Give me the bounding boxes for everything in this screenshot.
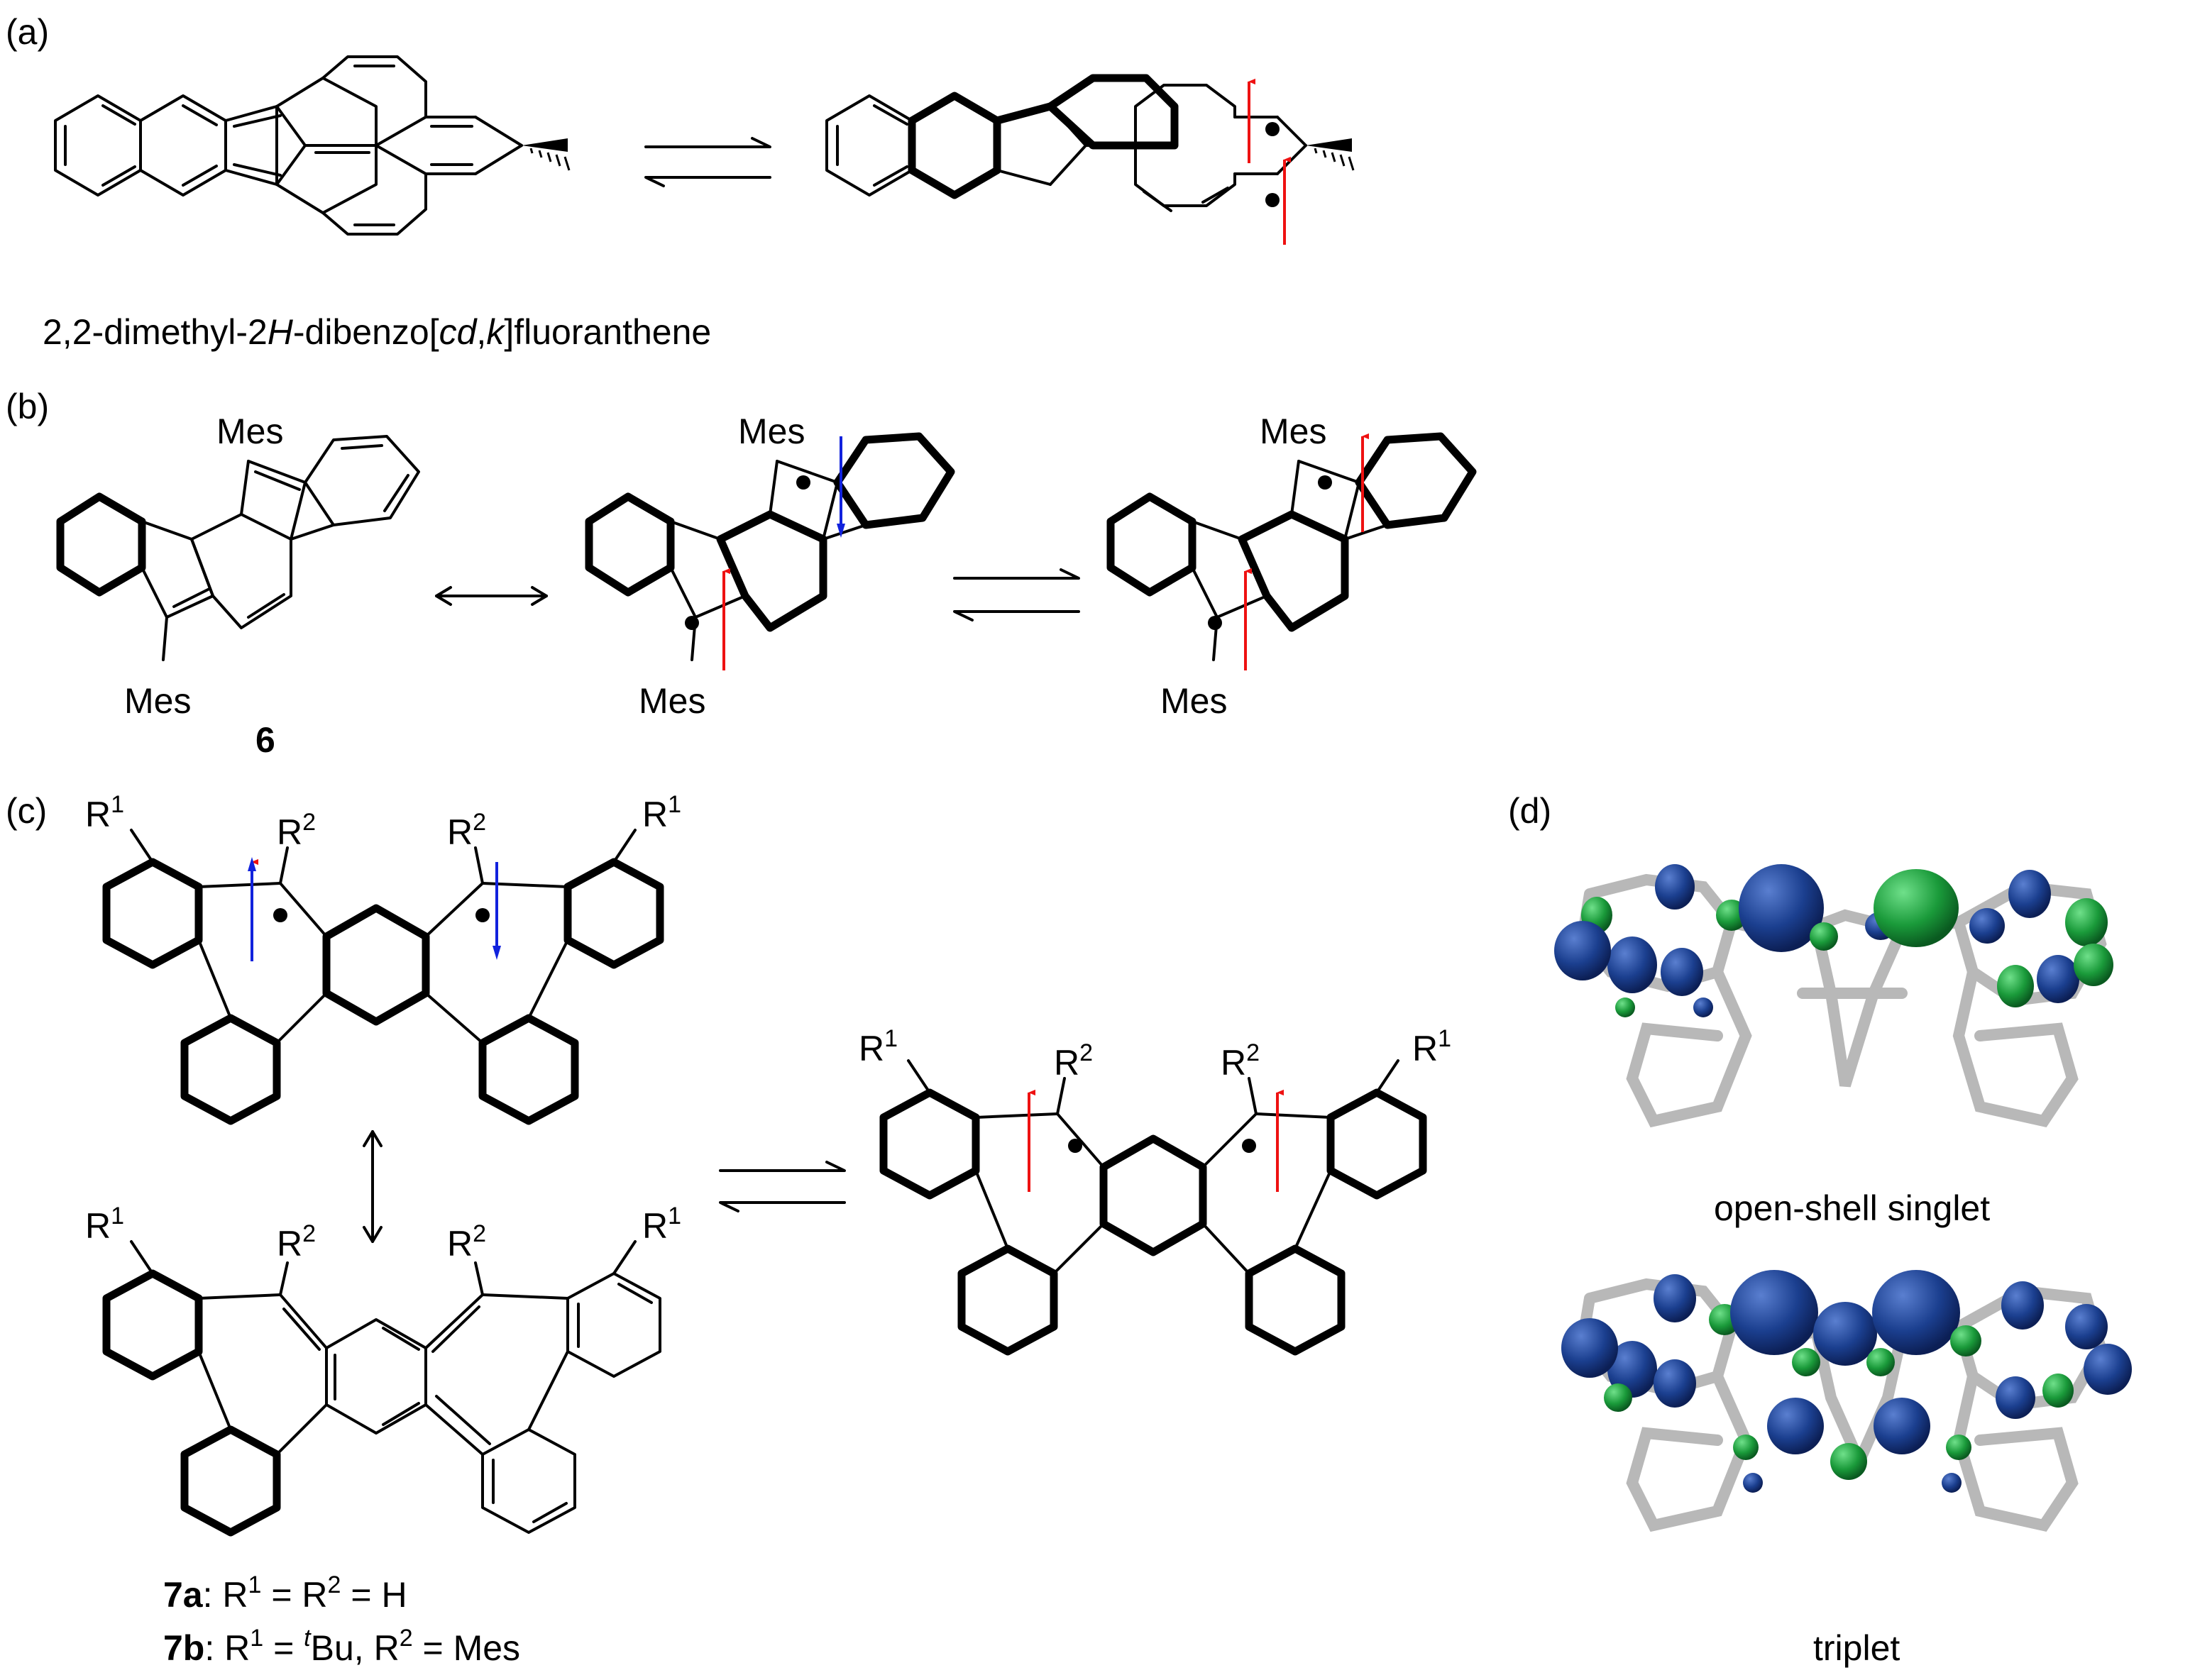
panel-c-label: (c) xyxy=(6,791,47,831)
compound-6-diradical-structure: Mes Mes xyxy=(585,411,955,721)
radical-dot xyxy=(685,616,699,630)
r2-label: R2 xyxy=(447,1220,486,1264)
r1-label: R1 xyxy=(642,1203,681,1246)
compound-7-triplet: R1 R2 R2 R1 xyxy=(859,1025,1451,1356)
compound-7-closed-shell: R1 R2 R2 R1 xyxy=(85,1203,681,1537)
radical-dot xyxy=(273,908,287,922)
compound-7-diradical-singlet: R1 R2 R2 R1 xyxy=(85,791,681,1125)
compound-name-a: 2,2-dimethyl-2H-dibenzo[cd,k]fluoranthen… xyxy=(43,312,711,352)
mes-label: Mes xyxy=(738,411,805,451)
equilibrium-arrows-b xyxy=(953,568,1080,621)
r2-label: R2 xyxy=(1221,1039,1260,1083)
compound-number-6: 6 xyxy=(255,720,275,760)
r2-label: R2 xyxy=(277,1220,316,1264)
caption-7a: 7a: R1 = R2 = H xyxy=(163,1571,407,1615)
radical-dot xyxy=(1242,1139,1256,1153)
equilibrium-arrows-c xyxy=(719,1161,846,1212)
mes-label: Mes xyxy=(1260,411,1326,451)
r1-label: R1 xyxy=(85,791,124,834)
resonance-arrow-b xyxy=(435,586,548,606)
panel-d-label: (d) xyxy=(1508,791,1551,831)
mes-label: Mes xyxy=(124,681,191,721)
spin-down-arrow xyxy=(493,862,501,960)
spin-down-arrow xyxy=(837,436,845,538)
compound-6-structure: Mes Mes 6 xyxy=(56,411,420,760)
r1-label: R1 xyxy=(642,791,681,834)
compound-6-triplet-structure: Mes Mes xyxy=(1106,411,1477,721)
caption-open-shell-singlet: open-shell singlet xyxy=(1714,1188,1990,1228)
radical-dot xyxy=(1068,1139,1082,1153)
panel-b-label: (b) xyxy=(6,387,49,426)
r2-label: R2 xyxy=(447,809,486,852)
r1-label: R1 xyxy=(1412,1025,1451,1068)
mes-label: Mes xyxy=(639,681,705,721)
panel-a-structure-right xyxy=(825,74,1355,245)
r2-label: R2 xyxy=(1054,1039,1093,1083)
panel-a-structure-left xyxy=(54,55,571,236)
spin-density-open-shell-singlet xyxy=(1554,864,2113,1128)
resonance-arrow-c xyxy=(363,1130,383,1243)
r2-label: R2 xyxy=(277,809,316,852)
radical-dot xyxy=(1318,475,1332,490)
radical-dot xyxy=(1265,193,1280,207)
r1-label: R1 xyxy=(859,1025,898,1068)
caption-7b: 7b: R1 = tBu, R2 = Mes xyxy=(163,1625,520,1668)
spin-density-triplet xyxy=(1561,1270,2132,1532)
radical-dot xyxy=(1265,122,1280,136)
radical-dot xyxy=(1208,616,1222,630)
radical-dot xyxy=(796,475,810,490)
radical-dot xyxy=(475,908,490,922)
mes-label: Mes xyxy=(1160,681,1227,721)
panel-a-equilibrium-arrows xyxy=(644,137,771,187)
caption-triplet: triplet xyxy=(1813,1628,1900,1668)
r1-label: R1 xyxy=(85,1203,124,1246)
mes-label: Mes xyxy=(216,411,283,451)
panel-a-label: (a) xyxy=(6,12,49,52)
